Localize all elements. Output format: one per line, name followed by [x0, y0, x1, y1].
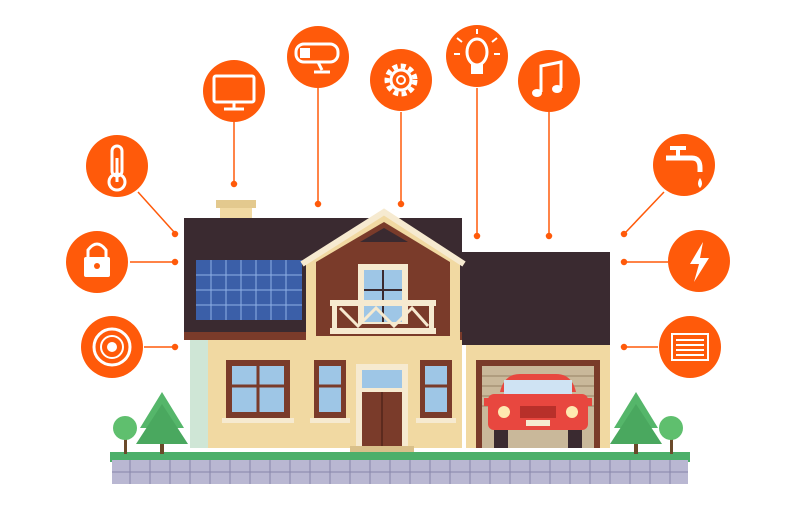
- tree-left: [113, 392, 188, 454]
- house: [184, 200, 610, 452]
- water-faucet-icon: [653, 134, 715, 196]
- window-right: [416, 360, 456, 423]
- fence: [112, 460, 688, 484]
- air-vent-icon: [659, 316, 721, 378]
- car: [484, 374, 592, 448]
- gear-icon: [370, 49, 432, 111]
- monitor-icon: [203, 60, 265, 122]
- balcony: [330, 300, 436, 334]
- music-note-icon: [518, 50, 580, 112]
- lock-icon: [66, 231, 128, 293]
- security-camera-icon: [287, 26, 349, 88]
- connector-lines: [130, 88, 668, 351]
- solar-panel: [196, 260, 302, 320]
- smoke-detector-icon: [81, 316, 143, 378]
- front-door: [350, 364, 414, 452]
- thermometer-icon: [86, 135, 148, 197]
- ground: [110, 452, 690, 484]
- electricity-bolt-icon: [668, 230, 730, 292]
- tree-right: [610, 392, 683, 454]
- window-left: [222, 360, 294, 423]
- light-bulb-icon: [446, 25, 508, 87]
- window-mid: [310, 360, 350, 423]
